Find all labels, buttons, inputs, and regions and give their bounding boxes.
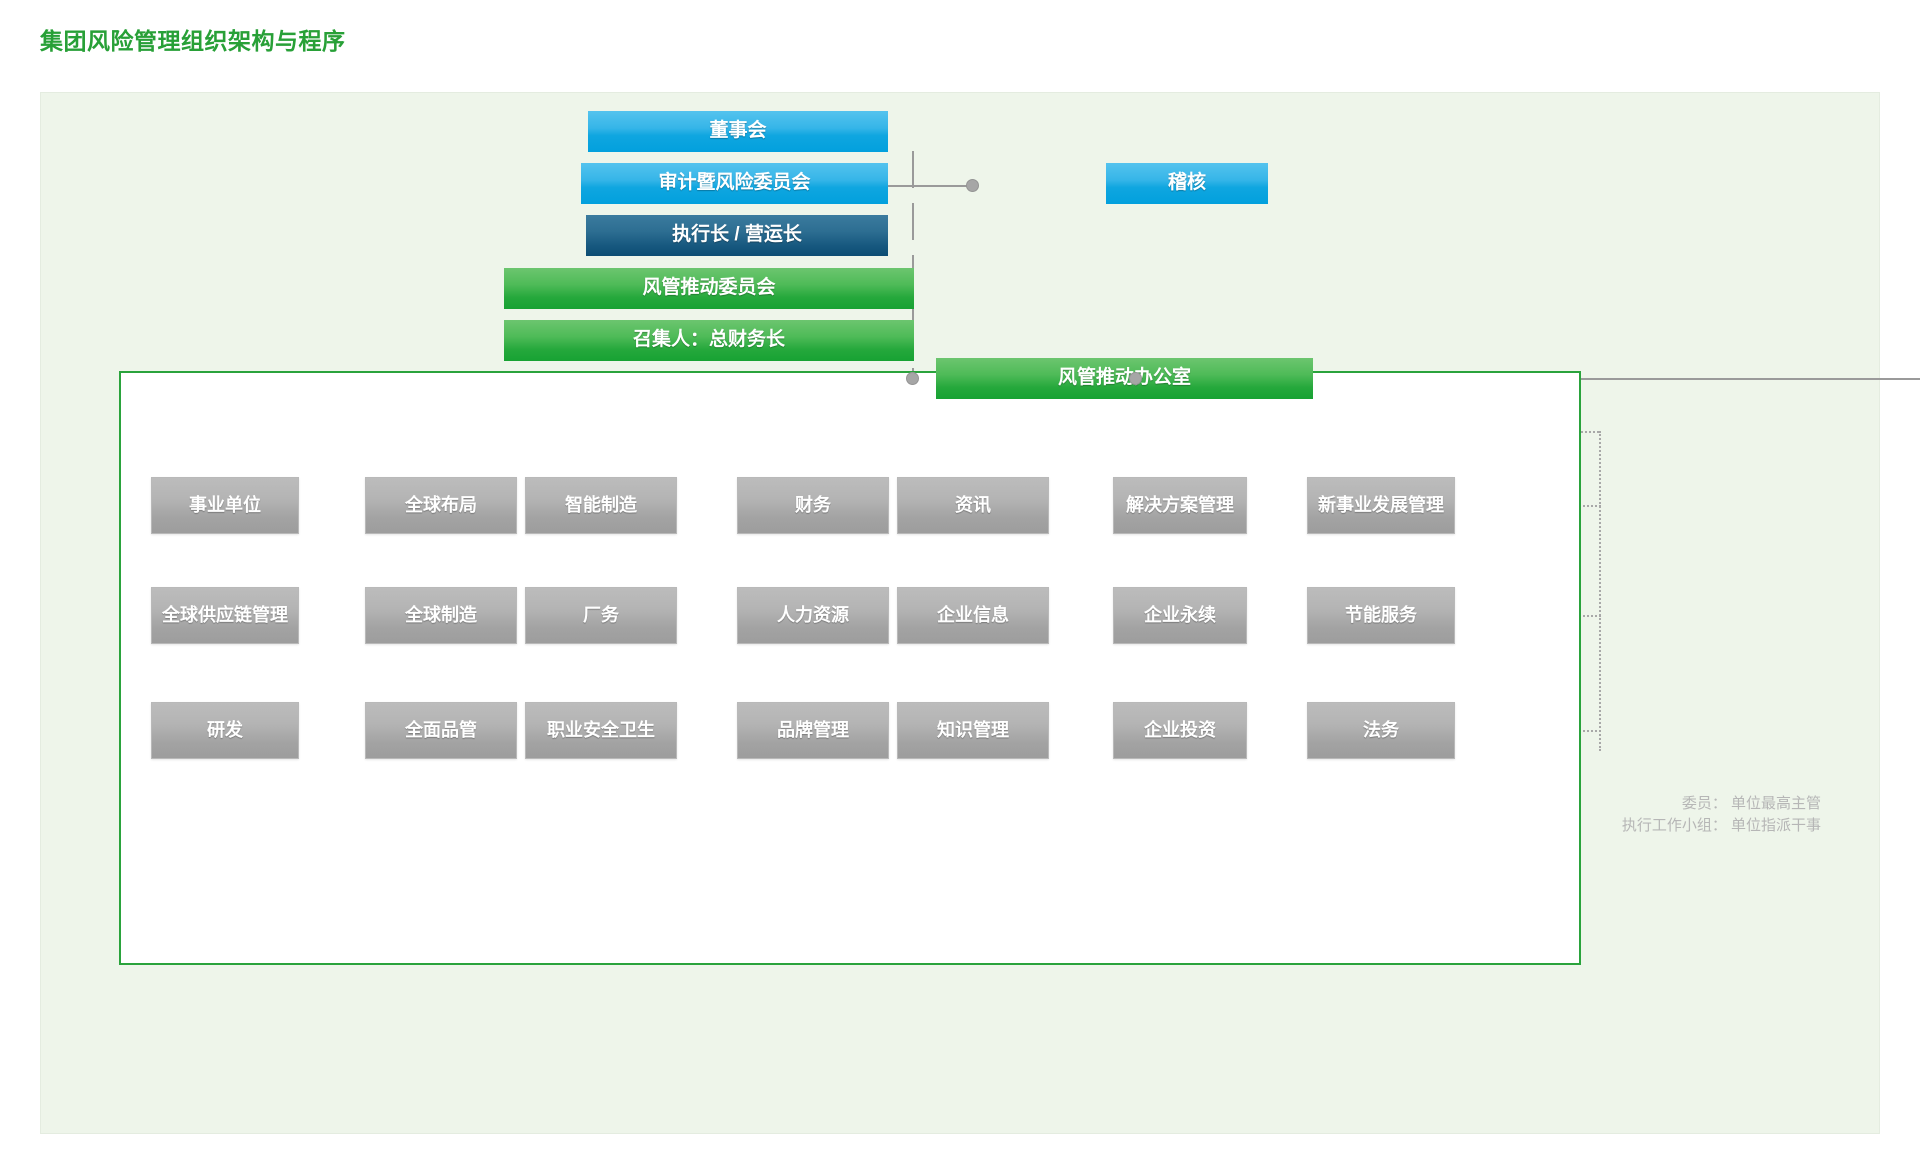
- unit-box-r2-c2[interactable]: 全球制造: [365, 587, 517, 644]
- unit-box-r3-c3[interactable]: 职业安全卫生: [525, 702, 677, 759]
- connector-dot-riskoffice: [1129, 372, 1142, 385]
- dotted-drop-col5: [1599, 431, 1601, 751]
- unit-box-r1-c7[interactable]: 新事业发展管理: [1307, 477, 1455, 534]
- unit-box-r1-c1[interactable]: 事业单位: [151, 477, 299, 534]
- unit-box-r1-c4[interactable]: 财务: [737, 477, 889, 534]
- unit-box-r1-c3[interactable]: 智能制造: [525, 477, 677, 534]
- unit-box-r3-c5[interactable]: 知识管理: [897, 702, 1049, 759]
- page-title: 集团风险管理组织架构与程序: [40, 28, 346, 54]
- unit-box-r3-c4[interactable]: 品牌管理: [737, 702, 889, 759]
- connector-board-to-audit: [912, 151, 914, 188]
- unit-box-r2-c7[interactable]: 节能服务: [1307, 587, 1455, 644]
- connector-audit-to-internalaudit: [872, 185, 977, 187]
- connector-audit-to-ceo: [912, 203, 914, 240]
- footnote-members: 委员： 单位最高主管 执行工作小组： 单位指派干事: [1622, 793, 1821, 837]
- unit-box-r2-c4[interactable]: 人力资源: [737, 587, 889, 644]
- connector-dot-hub: [906, 372, 919, 385]
- committee-scope-frame: [119, 371, 1581, 965]
- footnote-line-2: 执行工作小组： 单位指派干事: [1621, 817, 1821, 834]
- unit-box-r2-c3[interactable]: 厂务: [525, 587, 677, 644]
- unit-box-r3-c6[interactable]: 企业投资: [1113, 702, 1247, 759]
- node-risk-management-committee[interactable]: 风管推动委员会: [504, 268, 914, 309]
- unit-box-r3-c1[interactable]: 研发: [151, 702, 299, 759]
- node-ceo-coo[interactable]: 执行长 / 营运长: [586, 215, 888, 256]
- unit-box-r2-c1[interactable]: 全球供应链管理: [151, 587, 299, 644]
- diagram-panel: 董事会 审计暨风险委员会 稽核 执行长 / 营运长 风管推动委员会 召集人：总财…: [40, 92, 1920, 1134]
- unit-box-r2-c6[interactable]: 企业永续: [1113, 587, 1247, 644]
- unit-box-r1-c5[interactable]: 资讯: [897, 477, 1049, 534]
- unit-box-r1-c2[interactable]: 全球布局: [365, 477, 517, 534]
- node-risk-office[interactable]: 风管推动办公室: [936, 358, 1313, 399]
- footnote-line-1: 委员： 单位最高主管: [1681, 795, 1821, 812]
- connector-dot-internal-audit: [966, 179, 979, 192]
- unit-box-r2-c5[interactable]: 企业信息: [897, 587, 1049, 644]
- unit-box-r1-c6[interactable]: 解决方案管理: [1113, 477, 1247, 534]
- node-board-of-directors[interactable]: 董事会: [588, 111, 888, 152]
- node-audit-risk-committee[interactable]: 审计暨风险委员会: [581, 163, 888, 204]
- node-convener[interactable]: 召集人：总财务长: [504, 320, 914, 361]
- unit-box-r3-c7[interactable]: 法务: [1307, 702, 1455, 759]
- unit-box-r3-c2[interactable]: 全面品管: [365, 702, 517, 759]
- node-internal-audit[interactable]: 稽核: [1106, 163, 1268, 204]
